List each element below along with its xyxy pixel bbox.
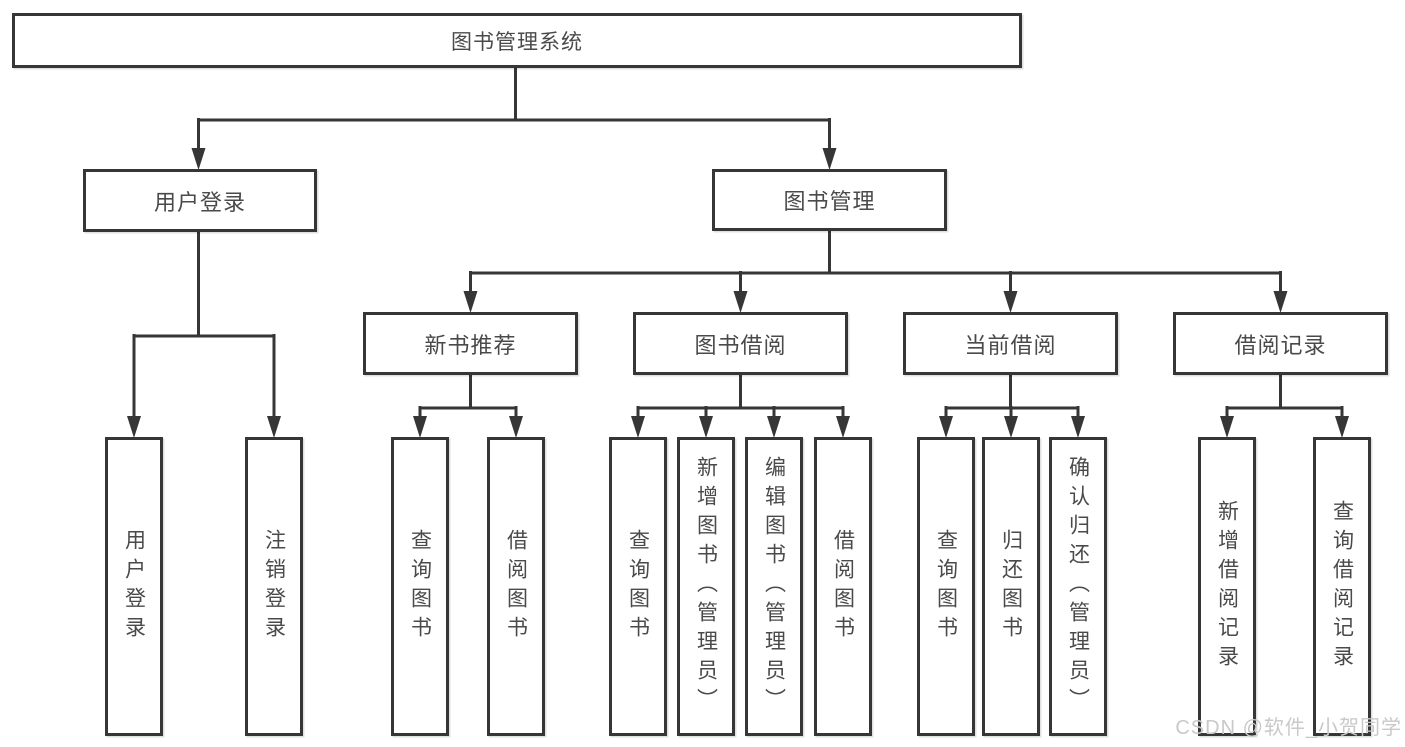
arrowheads-new-books-leaves — [413, 416, 523, 438]
arrowheads-root-to-level2 — [191, 148, 837, 170]
arrowheads-book-borrow-leaves — [631, 416, 850, 438]
leaf-add-borrow-record: 新增借阅记录 — [1198, 437, 1256, 736]
leaf-user-login-label: 用户登录 — [122, 528, 146, 645]
leaf-logout-label: 注销登录 — [262, 528, 286, 645]
node-borrow-records: 借阅记录 — [1173, 312, 1388, 375]
node-new-book-recommend: 新书推荐 — [363, 312, 578, 375]
arrowheads-modules — [463, 291, 1288, 313]
node-library-management-system: 图书管理系统 — [12, 13, 1022, 68]
connector-new-books-to-leaves — [418, 375, 518, 418]
leaf-borrow-books-nb: 借阅图书 — [487, 437, 545, 736]
leaf-logout: 注销登录 — [245, 437, 303, 736]
leaf-query-borrow-record-label: 查询借阅记录 — [1330, 499, 1354, 674]
connector-user-login-to-leaves — [132, 232, 276, 418]
arrowheads-user-login-leaves — [127, 416, 281, 438]
leaf-query-books-cb-label: 查询图书 — [934, 528, 958, 645]
leaf-add-books-admin-label: 新增图书（管理员） — [694, 456, 718, 717]
leaf-edit-books-admin-label: 编辑图书（管理员） — [762, 456, 786, 717]
leaf-query-books-nb: 查询图书 — [391, 437, 449, 736]
connector-current-borrow-to-leaves — [944, 375, 1080, 418]
connector-book-management-to-modules — [469, 231, 1282, 293]
leaf-query-books-cb: 查询图书 — [917, 437, 975, 736]
connector-book-borrow-to-leaves — [636, 375, 845, 418]
leaf-add-borrow-record-label: 新增借阅记录 — [1215, 499, 1239, 674]
leaf-borrow-books-bb-label: 借阅图书 — [831, 528, 855, 645]
leaf-return-books-label: 归还图书 — [999, 528, 1023, 645]
leaf-add-books-admin: 新增图书（管理员） — [677, 437, 735, 736]
leaf-query-borrow-record: 查询借阅记录 — [1313, 437, 1371, 736]
leaf-query-books-bb: 查询图书 — [609, 437, 667, 736]
leaf-query-books-bb-label: 查询图书 — [626, 528, 650, 645]
leaf-return-books: 归还图书 — [982, 437, 1040, 736]
node-book-management: 图书管理 — [712, 169, 947, 231]
leaf-confirm-return-admin-label: 确认归还（管理员） — [1066, 456, 1090, 717]
leaf-borrow-books-nb-label: 借阅图书 — [504, 528, 528, 645]
arrowheads-current-borrow-leaves — [939, 416, 1085, 438]
leaf-edit-books-admin: 编辑图书（管理员） — [745, 437, 803, 736]
leaf-borrow-books-bb: 借阅图书 — [814, 437, 872, 736]
csdn-watermark: CSDN @软件_小贺同学 — [1175, 717, 1402, 739]
arrowheads-borrow-records-leaves — [1220, 416, 1349, 438]
node-user-login: 用户登录 — [83, 169, 317, 232]
leaf-confirm-return-admin: 确认归还（管理员） — [1049, 437, 1107, 736]
connector-root-to-level2 — [197, 68, 831, 150]
leaf-user-login: 用户登录 — [105, 437, 163, 736]
node-current-borrowing: 当前借阅 — [903, 312, 1118, 375]
node-book-borrowing: 图书借阅 — [633, 312, 848, 375]
leaf-query-books-nb-label: 查询图书 — [408, 528, 432, 645]
connector-borrow-records-to-leaves — [1225, 375, 1344, 418]
